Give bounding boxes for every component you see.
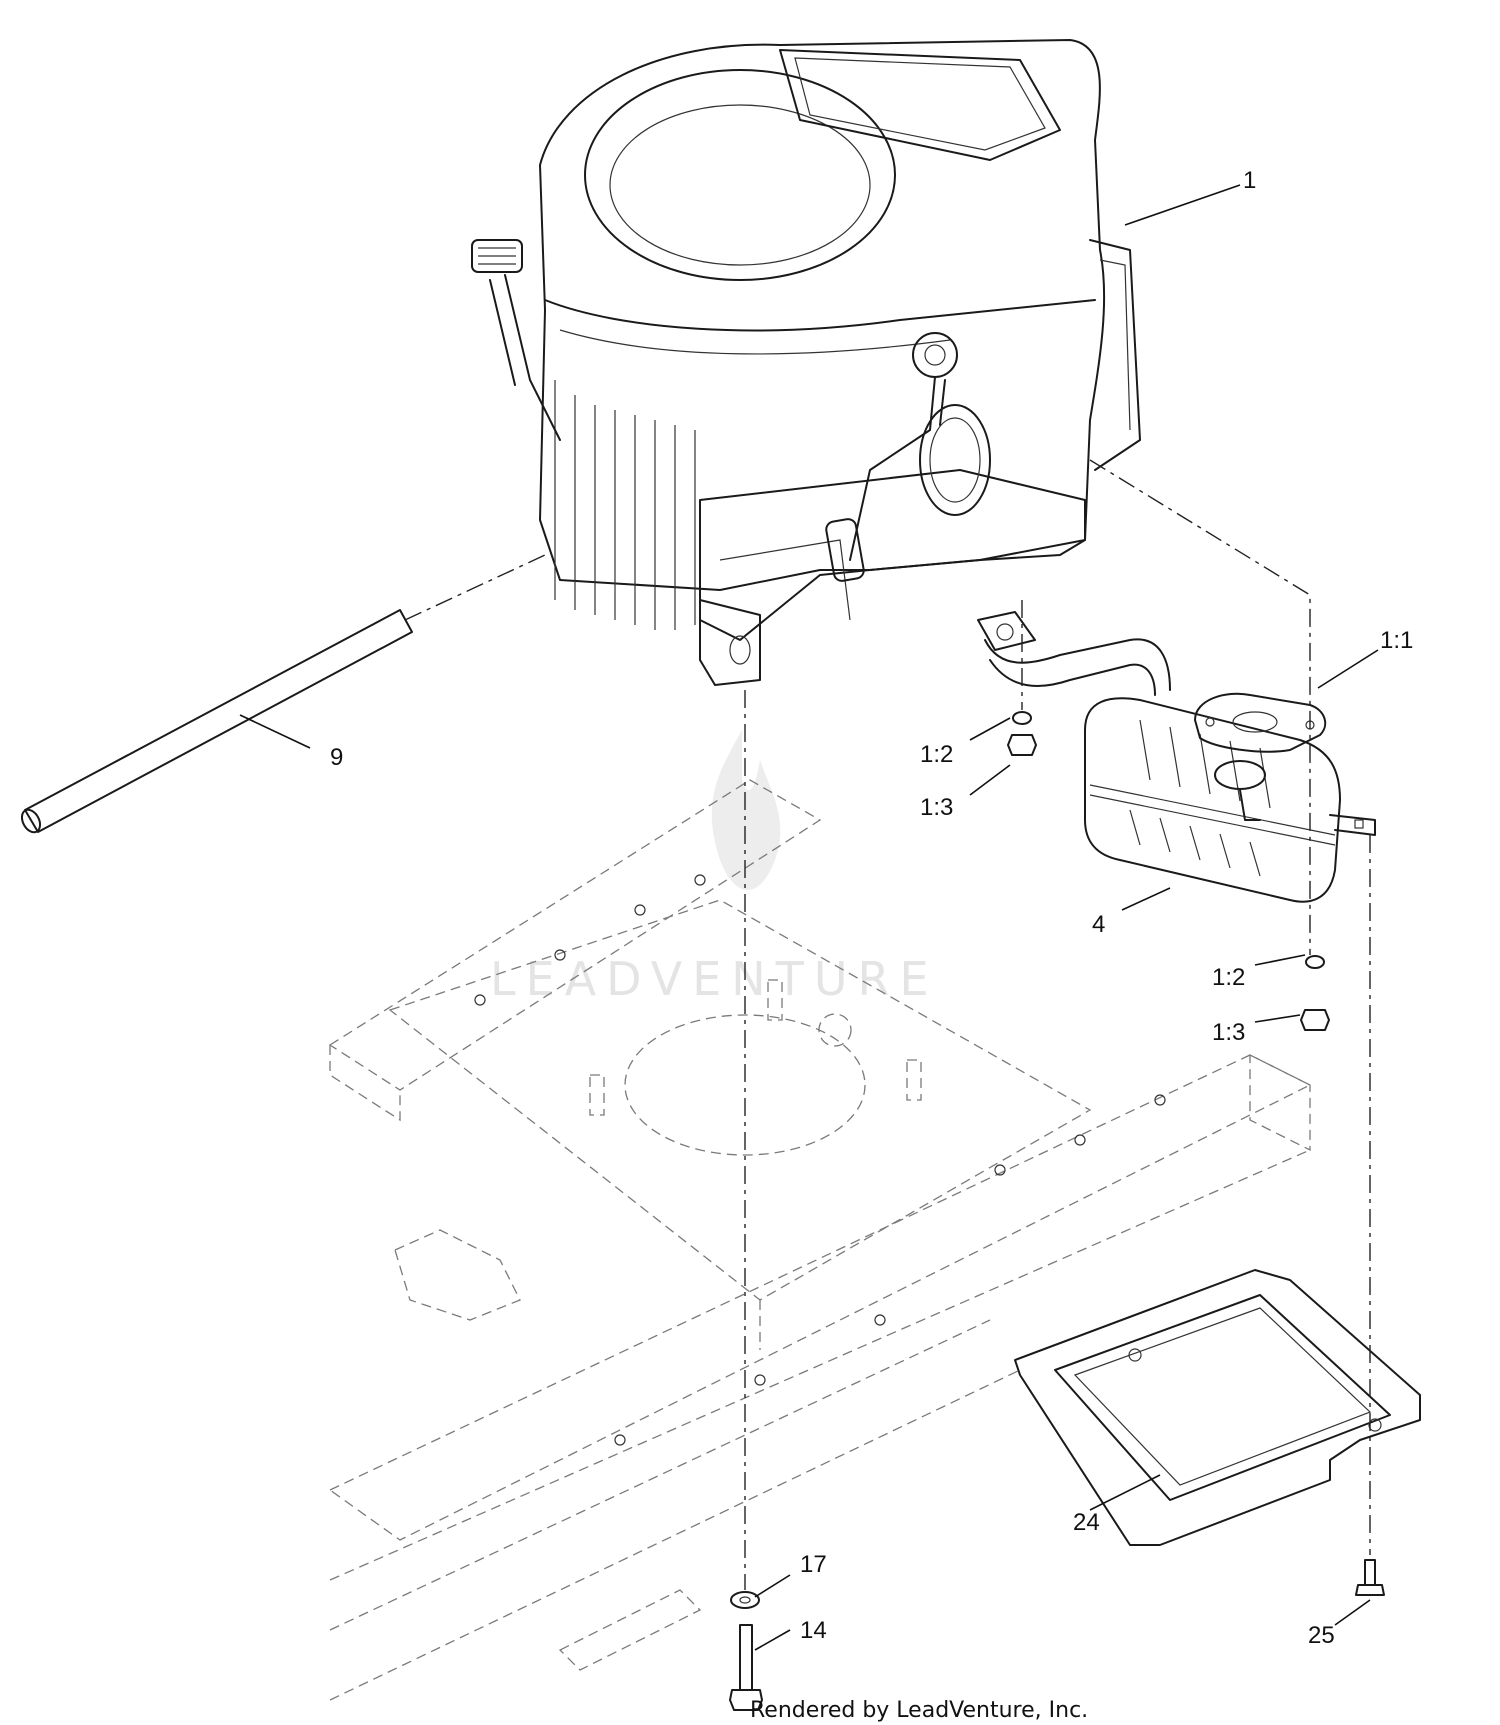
- washer-17: [730, 1591, 760, 1609]
- callout-17: 17: [800, 1551, 827, 1578]
- callout-9: 9: [330, 744, 343, 771]
- nut-upper: [1007, 734, 1037, 756]
- callout-4: 4: [1092, 911, 1105, 938]
- callout-1: 1: [1243, 167, 1256, 194]
- callout-24: 24: [1073, 1509, 1100, 1536]
- mower-frame: [328, 779, 1312, 1701]
- rod: [20, 609, 413, 834]
- callout-1-3-lower: 1:3: [1212, 1019, 1245, 1046]
- hardware: [729, 711, 1385, 1711]
- leader-lines: [239, 184, 1379, 1651]
- leadventure-watermark: LEADVENTURE: [490, 730, 939, 1006]
- callout-25: 25: [1308, 1622, 1335, 1649]
- cooling-fins: [554, 380, 696, 630]
- footer-credit: Rendered by LeadVenture, Inc.: [750, 1698, 1088, 1723]
- bolt-25: [1355, 1559, 1385, 1596]
- callout-labels: 1 1:1 1:2 1:3 4 1:2 1:3 9 24 17 14 25: [330, 167, 1413, 1649]
- callout-1-2-upper: 1:2: [920, 741, 953, 768]
- muffler: [977, 611, 1376, 903]
- washer-upper: [1012, 711, 1032, 725]
- engine: [471, 39, 1141, 686]
- bolt-14: [729, 1624, 763, 1711]
- heat-shield: [1014, 1269, 1421, 1546]
- callout-1-3-upper: 1:3: [920, 794, 953, 821]
- alignment-lines: [404, 459, 1371, 1590]
- nut-lower: [1300, 1009, 1330, 1031]
- exhaust-gasket: [1194, 692, 1327, 753]
- callout-14: 14: [800, 1617, 827, 1644]
- callout-1-1: 1:1: [1380, 627, 1413, 654]
- washer-lower: [1305, 955, 1325, 969]
- watermark-text: LEADVENTURE: [490, 952, 939, 1006]
- callout-1-2-lower: 1:2: [1212, 964, 1245, 991]
